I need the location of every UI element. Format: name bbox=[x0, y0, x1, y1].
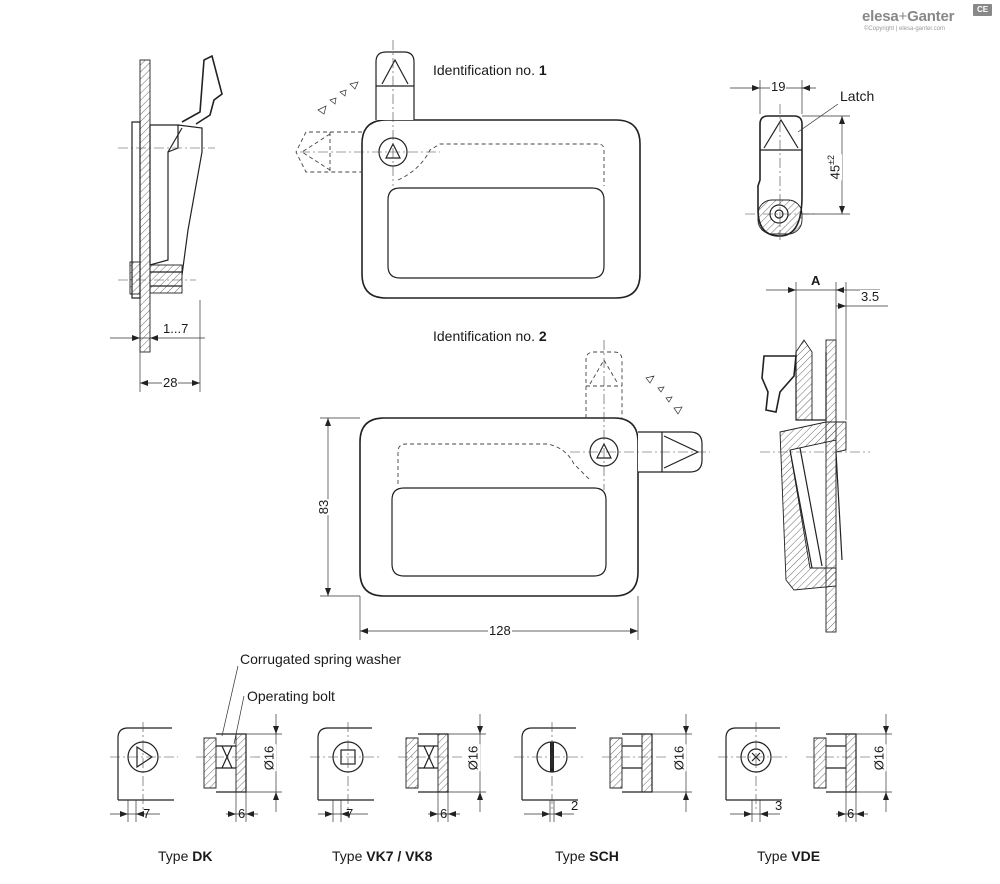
dim-front-width: 128 bbox=[488, 623, 512, 638]
dim-vde-right: 6 bbox=[847, 806, 855, 821]
ce-mark-badge: CE bbox=[973, 4, 992, 16]
dim-dk-dia: Ø16 bbox=[261, 744, 277, 772]
section-view bbox=[760, 282, 888, 633]
identification-1-label: Identification no. 1 bbox=[433, 62, 547, 78]
latch-label: Latch bbox=[840, 88, 875, 104]
front-view-1 bbox=[295, 40, 641, 299]
latch-detail bbox=[730, 80, 850, 240]
dim-side-range: 1...7 bbox=[163, 321, 189, 336]
dim-latch-width: 19 bbox=[770, 79, 787, 94]
dim-front-height: 83 bbox=[316, 498, 332, 516]
identification-2-label: Identification no. 2 bbox=[433, 328, 547, 344]
operating-bolt-label: Operating bolt bbox=[247, 688, 335, 704]
panel-section bbox=[139, 59, 151, 353]
dim-section-a: A bbox=[810, 273, 822, 288]
panel-section-2 bbox=[825, 339, 837, 633]
dim-vk-left: 7 bbox=[346, 806, 354, 821]
dim-vde-left: 3 bbox=[775, 798, 783, 813]
front-view-2 bbox=[320, 340, 710, 640]
side-view bbox=[110, 54, 223, 392]
type-sch-detail bbox=[514, 714, 692, 822]
dim-dk-left: 7 bbox=[143, 806, 151, 821]
dim-section-offset: 3.5 bbox=[860, 289, 881, 304]
type-sch-caption: Type SCH bbox=[555, 848, 619, 864]
corrugated-washer-label: Corrugated spring washer bbox=[240, 651, 402, 667]
type-vde-detail bbox=[718, 714, 892, 822]
type-vk-caption: Type VK7 / VK8 bbox=[332, 848, 433, 864]
dim-latch-height: 45±2 bbox=[824, 153, 843, 181]
dim-vk-right: 6 bbox=[440, 806, 448, 821]
dim-sch-dia: Ø16 bbox=[671, 744, 687, 772]
type-vde-caption: Type VDE bbox=[757, 848, 821, 864]
type-vk-detail bbox=[310, 714, 486, 822]
brand-logo: elesa+Ganter bbox=[862, 8, 955, 25]
dim-dk-right: 6 bbox=[238, 806, 246, 821]
type-dk-caption: Type DK bbox=[158, 848, 213, 864]
dim-sch-left: 2 bbox=[571, 798, 579, 813]
dim-side-width: 28 bbox=[162, 375, 179, 390]
dim-vde-dia: Ø16 bbox=[871, 744, 887, 772]
brand-copyright: ©Copyright | elesa-ganter.com bbox=[864, 26, 946, 32]
dim-vk-dia: Ø16 bbox=[465, 744, 481, 772]
